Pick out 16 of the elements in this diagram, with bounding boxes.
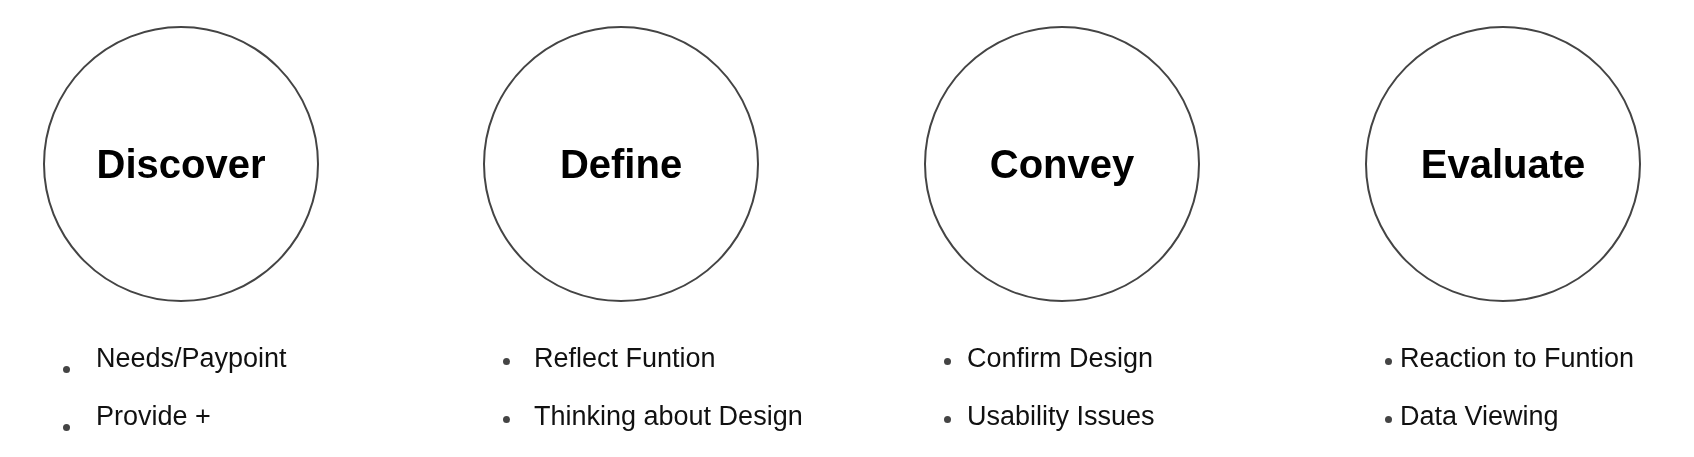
bullet-text: Data Viewing — [1400, 400, 1559, 432]
stage-title: Discover — [96, 141, 266, 187]
bullet-text: Reflect Funtion — [534, 342, 716, 374]
stage-circle — [483, 26, 759, 302]
bullet-text: Thinking about Design — [534, 400, 803, 432]
stage-title: Evaluate — [1420, 141, 1586, 187]
bullet-text: Needs/Paypoint — [96, 342, 287, 374]
stage-circle — [43, 26, 319, 302]
stage-circle — [1365, 26, 1641, 302]
bullet-text: Usability Issues — [967, 400, 1155, 432]
stage-title: Convey — [989, 141, 1135, 187]
bullet-text: Reaction to Funtion — [1400, 342, 1635, 374]
stage-circle — [924, 26, 1200, 302]
bullet-text: Confirm Design — [967, 342, 1154, 374]
stage-title: Define — [559, 141, 683, 187]
bullet-text: Provide + — [96, 400, 211, 432]
